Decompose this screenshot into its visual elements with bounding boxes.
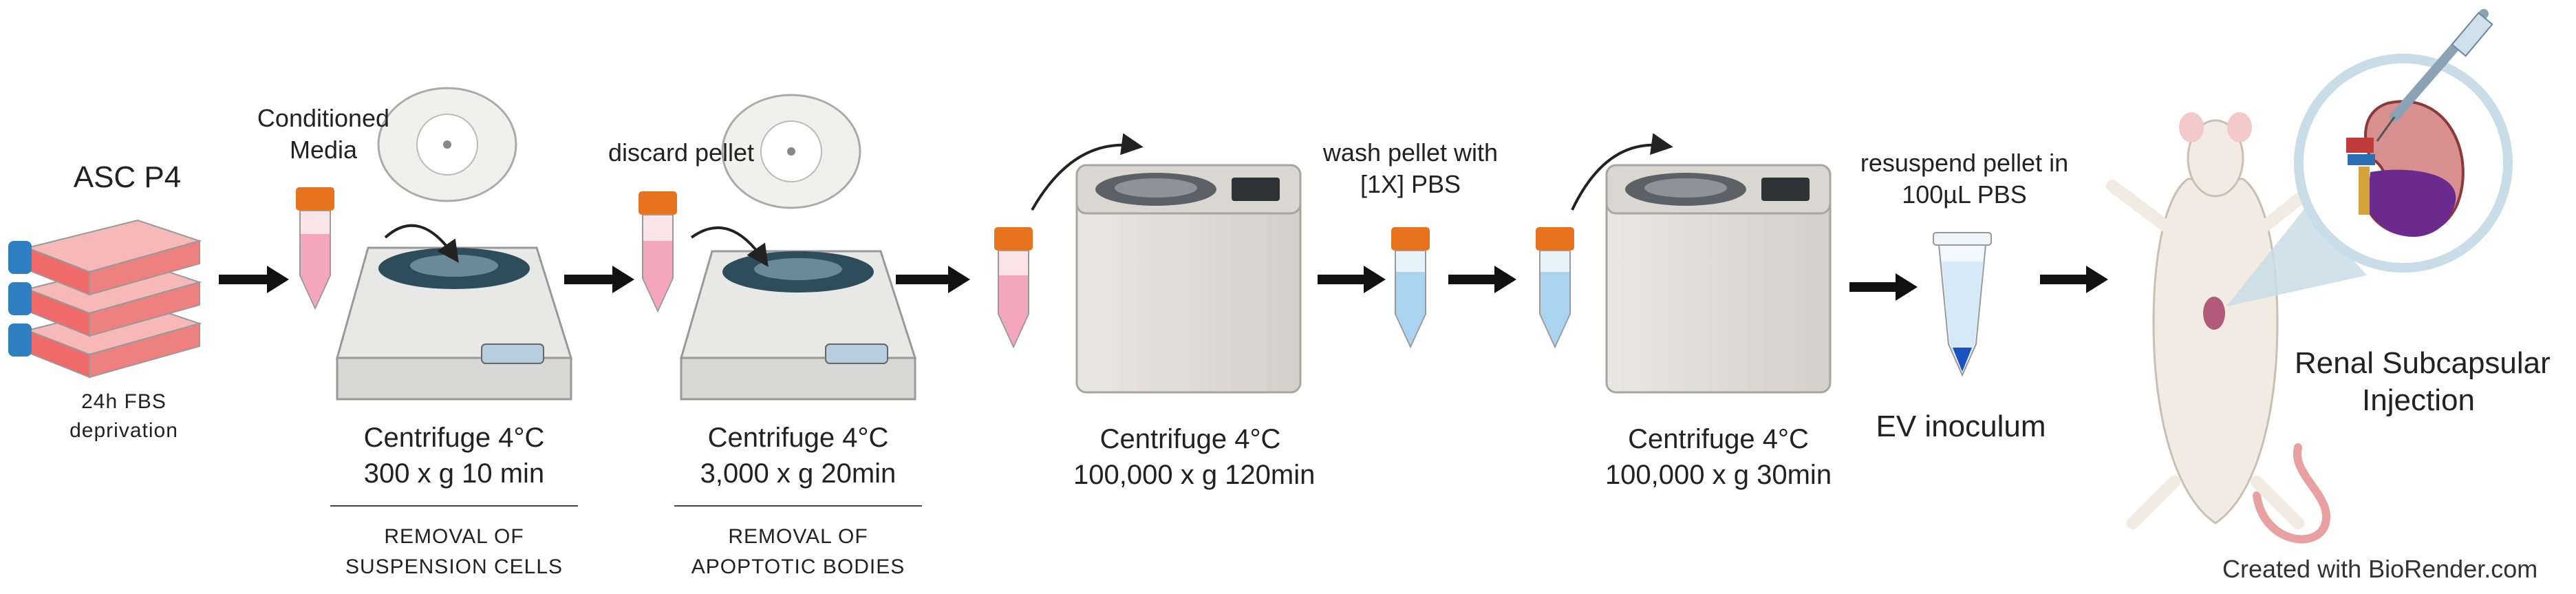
step1-spec: 300 x g 10 min	[363, 458, 545, 489]
step1-removal-line1: REMOVAL OF	[384, 525, 524, 548]
asc-note-line1: 24h FBS	[81, 390, 167, 413]
conical-tube-media-icon	[296, 187, 334, 310]
arrow-icon	[1448, 266, 1516, 293]
arrow-icon	[896, 266, 970, 293]
conical-tube-media-icon	[994, 227, 1033, 349]
conical-tube-pbs-icon	[1391, 227, 1430, 349]
step2-centrifuge: Centrifuge 4°C	[707, 423, 889, 453]
asc-note-line2: deprivation	[69, 419, 178, 442]
benchtop-centrifuge-icon	[336, 87, 573, 401]
wash-label-line2: [1X] PBS	[1360, 170, 1461, 198]
arrow-icon	[219, 266, 289, 293]
microtube-inoculum-icon	[1933, 232, 1992, 377]
cell-culture-flask-icon	[8, 219, 202, 379]
step2-divider	[674, 505, 922, 507]
step2-top-label: discard pellet	[608, 138, 755, 167]
ultracentrifuge-icon	[1031, 133, 1302, 394]
conical-tube-media-icon	[638, 191, 677, 313]
resuspend-label-line2: 100µL PBS	[1902, 180, 2027, 209]
resuspend-label-line1: resuspend pellet in	[1860, 149, 2069, 177]
ev-inoculum-label: EV inoculum	[1876, 410, 2046, 443]
media-label-line2: Media	[289, 136, 358, 164]
step1-divider	[330, 505, 578, 507]
kidney-magnifier-icon	[2226, 9, 2513, 306]
ultracentrifuge-icon	[1571, 133, 1832, 394]
media-label-line1: Conditioned	[257, 104, 390, 132]
step1-centrifuge: Centrifuge 4°C	[363, 423, 545, 453]
step2-removal-line1: REMOVAL OF	[728, 525, 868, 548]
rat-icon	[2106, 112, 2331, 544]
step4-spec: 100,000 x g 30min	[1604, 460, 1832, 490]
step2-spec: 3,000 x g 20min	[700, 458, 897, 489]
wash-label-line1: wash pellet with	[1322, 138, 1499, 167]
arrow-icon	[564, 266, 634, 293]
step3-spec: 100,000 x g 120min	[1073, 460, 1316, 490]
asc-title: ASC P4	[73, 160, 182, 194]
biorender-credit: Created with BioRender.com	[2222, 555, 2538, 583]
benchtop-centrifuge-icon	[680, 94, 917, 401]
conical-tube-pbs-icon	[1536, 227, 1574, 349]
step4-centrifuge: Centrifuge 4°C	[1628, 424, 1809, 454]
arrow-icon	[1318, 266, 1386, 293]
arrow-icon	[2040, 266, 2108, 293]
injection-label-line2: Injection	[2362, 383, 2475, 417]
step3-centrifuge: Centrifuge 4°C	[1099, 424, 1281, 454]
arrow-icon	[1849, 273, 1918, 301]
step1-removal-line2: SUSPENSION CELLS	[345, 555, 564, 578]
step2-removal-line2: APOPTOTIC BODIES	[691, 555, 905, 578]
injection-label-line1: Renal Subcapsular	[2295, 346, 2551, 380]
